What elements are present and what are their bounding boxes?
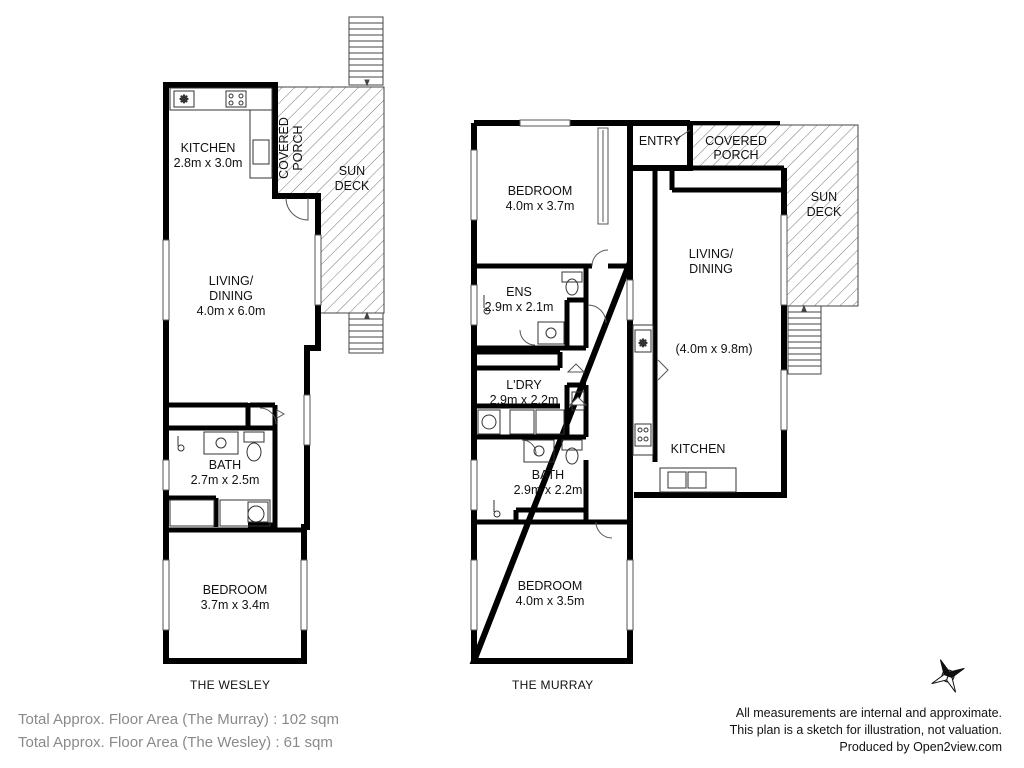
murray-bedroom1-label: BEDROOM	[508, 184, 573, 198]
wesley-stairs-top	[348, 16, 384, 87]
murray-entry-label: ENTRY	[639, 134, 682, 148]
produced-by: Produced by Open2view.com	[839, 740, 1002, 754]
wesley-sundeck-label-1: SUN	[339, 164, 365, 178]
wesley-kitchen-size: 2.8m x 3.0m	[174, 156, 243, 170]
murray-sundeck-label-1: SUN	[811, 190, 837, 204]
wesley-kitchen-label: KITCHEN	[181, 141, 236, 155]
murray-ens-fixtures	[483, 271, 583, 345]
wesley-living-label-2: DINING	[209, 289, 253, 303]
wesley-interior-walls	[166, 90, 304, 533]
svg-text:❋: ❋	[179, 94, 188, 106]
wesley-porch-label-2: PORCH	[291, 125, 305, 170]
wesley-bedroom-size: 3.7m x 3.4m	[201, 598, 270, 612]
murray-porch-label-2: PORCH	[713, 148, 758, 162]
murray-sundeck-label-2: DECK	[807, 205, 842, 219]
wesley-kitchen-fixtures: ❋	[169, 87, 273, 179]
wesley-windows	[162, 234, 322, 631]
wesley-doors	[259, 197, 309, 425]
murray-bath-label: BATH	[532, 468, 564, 482]
area-wesley: Total Approx. Floor Area (The Wesley) : …	[18, 734, 333, 751]
murray-living-size: (4.0m x 9.8m)	[675, 342, 752, 356]
wesley-sun-deck	[275, 86, 385, 314]
murray-doors	[519, 129, 691, 539]
murray-ens-size: 2.9m x 2.1m	[485, 300, 554, 314]
murray-windows	[470, 119, 788, 631]
murray-interior-walls	[471, 130, 784, 525]
wesley-plan: ❋	[162, 16, 385, 664]
murray-bedroom2-label: BEDROOM	[518, 579, 583, 593]
murray-living-label-2: DINING	[689, 262, 733, 276]
wesley-living-label-1: LIVING/	[209, 274, 254, 288]
wesley-bedroom-label: BEDROOM	[203, 583, 268, 597]
murray-laundry-label: L'DRY	[506, 378, 542, 392]
wesley-stairs-bottom	[348, 311, 384, 354]
wesley-living-size: 4.0m x 6.0m	[197, 304, 266, 318]
murray-wardrobe	[597, 127, 609, 225]
murray-kitchen-label: KITCHEN	[671, 442, 726, 456]
murray-living-label-1: LIVING/	[689, 247, 734, 261]
disclaimer-line-2: This plan is a sketch for illustration, …	[729, 723, 1002, 737]
murray-porch-label-1: COVERED	[705, 134, 767, 148]
murray-plan: ❋	[469, 119, 859, 664]
murray-bedroom1-size: 4.0m x 3.7m	[506, 199, 575, 213]
wesley-bath-size: 2.7m x 2.5m	[191, 473, 260, 487]
murray-bedroom2-size: 4.0m x 3.5m	[516, 594, 585, 608]
murray-ens-label: ENS	[506, 285, 532, 299]
disclaimer-line-1: All measurements are internal and approx…	[735, 706, 1002, 720]
compass-icon	[931, 659, 965, 693]
murray-laundry-fixtures	[477, 391, 585, 435]
murray-stairs	[787, 304, 822, 375]
murray-caption: THE MURRAY	[512, 678, 594, 692]
wesley-porch-label-1: COVERED	[277, 117, 291, 179]
area-murray: Total Approx. Floor Area (The Murray) : …	[18, 711, 339, 728]
murray-laundry-size: 2.9m x 2.2m	[490, 393, 559, 407]
murray-kitchen-fixtures: ❋	[632, 324, 737, 493]
wesley-caption: THE WESLEY	[190, 678, 271, 692]
murray-bath-size: 2.9m x 2.2m	[514, 483, 583, 497]
wesley-bath-fixtures	[169, 431, 271, 527]
svg-text:❋: ❋	[638, 338, 647, 350]
wesley-bath-label: BATH	[209, 458, 241, 472]
wesley-sundeck-label-2: DECK	[335, 179, 370, 193]
murray-bath-fixtures	[493, 439, 583, 518]
